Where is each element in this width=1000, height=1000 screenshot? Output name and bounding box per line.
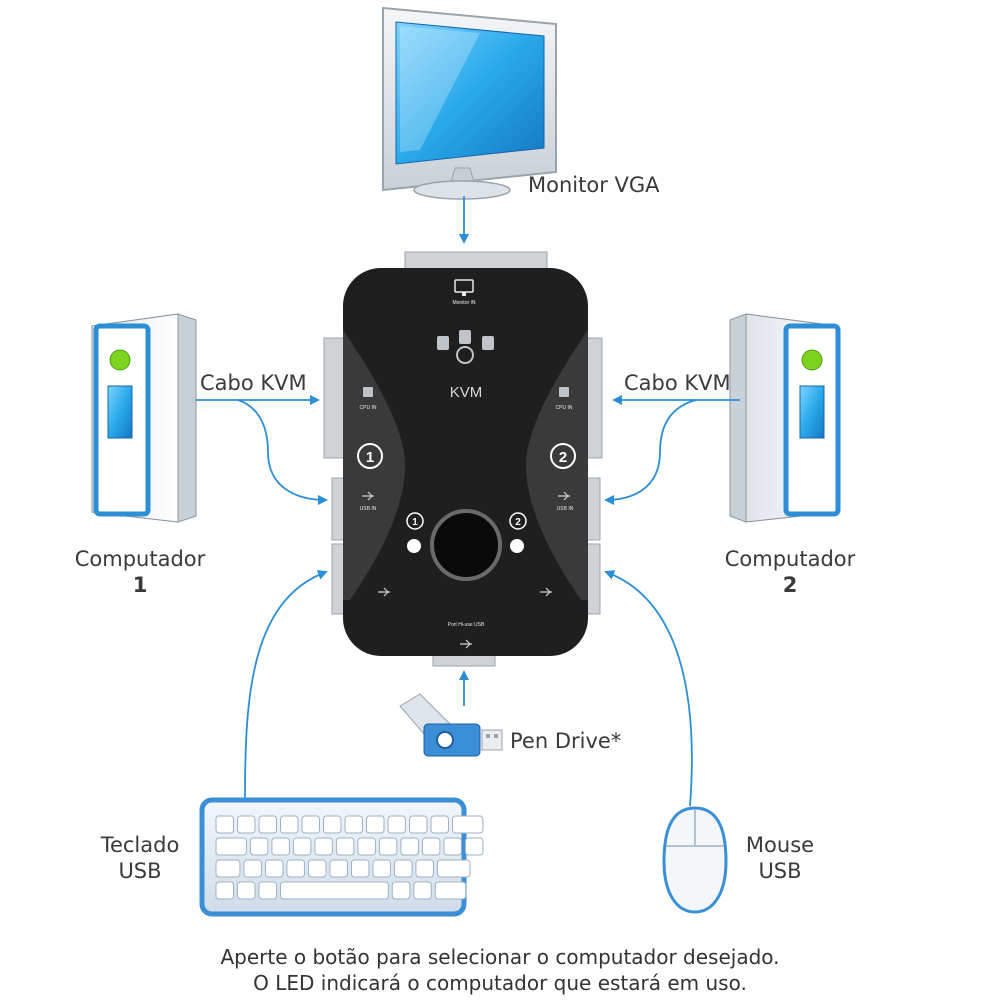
kvm-led2-badge: 2 <box>515 517 521 528</box>
keyboard-key <box>258 815 277 834</box>
keyboard-key <box>215 837 247 856</box>
keyboard-key <box>452 815 484 834</box>
computer2-label-line1: Computador <box>724 547 856 571</box>
keyboard-key <box>378 837 398 856</box>
keyboard-key <box>413 881 432 900</box>
usb-symbol-icon <box>362 491 570 649</box>
mouse-label-line1: Mouse <box>745 833 815 857</box>
mouse-label-line2: USB <box>758 859 802 884</box>
kvm-usb-out-label: Port Hi-use USB <box>448 622 485 628</box>
kvm-cpu-in-left: CPU IN <box>360 405 377 411</box>
keyboard-key <box>237 815 256 834</box>
keyboard-key <box>271 837 290 856</box>
keyboard-key <box>357 837 376 856</box>
keyboard-key <box>314 837 333 856</box>
keyboard-key <box>249 837 269 856</box>
keyboard-key <box>329 859 348 878</box>
kvm-cpu-in-right: CPU IN <box>556 405 573 411</box>
cable-label-left: Cabo KVM <box>200 371 307 395</box>
keyboard-key <box>335 837 355 856</box>
keyboard-key <box>436 859 471 878</box>
monitor-label: Monitor VGA <box>528 173 660 197</box>
kvm-port1-badge: 1 <box>366 449 374 466</box>
caption-line1: Aperte o botão para selecionar o computa… <box>220 945 780 969</box>
computer1-label-line1: Computador <box>74 547 206 571</box>
keyboard-key <box>387 815 406 834</box>
keyboard-key <box>215 815 234 834</box>
cable-arrows <box>196 196 740 807</box>
keyboard-key <box>280 815 299 834</box>
tower-pc-icon <box>729 313 841 523</box>
keyboard-key <box>237 881 256 900</box>
kvm-usb-in-right: USB IN <box>557 506 574 512</box>
keyboard-key <box>372 859 391 878</box>
keyboard-icon <box>199 797 484 917</box>
keyboard-key <box>430 815 449 834</box>
tower-pc-icon <box>91 313 197 523</box>
kvm-switch-icon <box>323 251 603 667</box>
keyboard-key <box>215 859 241 878</box>
monitor-icon <box>382 6 557 200</box>
computer2-label: Computador 2 <box>710 546 870 599</box>
keyboard-key <box>258 881 277 900</box>
computer1-label: Computador 1 <box>60 546 220 599</box>
cable-label-right: Cabo KVM <box>624 371 731 395</box>
keyboard-key <box>323 815 342 834</box>
keyboard-key <box>280 881 389 900</box>
mouse-icon <box>662 806 728 914</box>
kvm-usb-in-left: USB IN <box>360 506 377 512</box>
keyboard-key <box>350 859 370 878</box>
computer2-label-line2: 2 <box>782 573 798 598</box>
keyboard-label-line2: USB <box>118 859 162 884</box>
keyboard-key <box>391 881 411 900</box>
keyboard-key <box>464 837 484 856</box>
kvm-led1-badge: 1 <box>412 517 418 528</box>
instructions-caption: Aperte o botão para selecionar o computa… <box>0 944 1000 996</box>
keyboard-key <box>393 859 413 878</box>
mouse-label: Mouse USB <box>730 832 830 885</box>
keyboard-key <box>366 815 385 834</box>
keyboard-key <box>301 815 320 834</box>
keyboard-label: Teclado USB <box>90 832 190 885</box>
usb-flash-drive-icon <box>399 693 503 757</box>
keyboard-key <box>243 859 262 878</box>
keyboard-key <box>286 859 305 878</box>
keyboard-key <box>400 837 419 856</box>
pendrive-label: Pen Drive* <box>510 729 622 753</box>
keyboard-key <box>292 837 312 856</box>
keyboard-key <box>434 881 467 900</box>
kvm-monitor-port-label: Monitor IN <box>452 300 475 306</box>
keyboard-key <box>421 837 441 856</box>
caption-line2: O LED indicará o computador que estará e… <box>253 971 747 995</box>
keyboard-label-line1: Teclado <box>100 833 180 857</box>
keyboard-key <box>443 837 462 856</box>
keyboard-key <box>415 859 434 878</box>
computer1-label-line2: 1 <box>132 573 148 598</box>
keyboard-key <box>215 881 234 900</box>
keyboard-key <box>344 815 363 834</box>
keyboard-key <box>409 815 428 834</box>
keyboard-key <box>307 859 327 878</box>
kvm-port2-badge: 2 <box>559 449 567 466</box>
keyboard-key <box>264 859 284 878</box>
kvm-brand: KVM <box>450 384 483 401</box>
